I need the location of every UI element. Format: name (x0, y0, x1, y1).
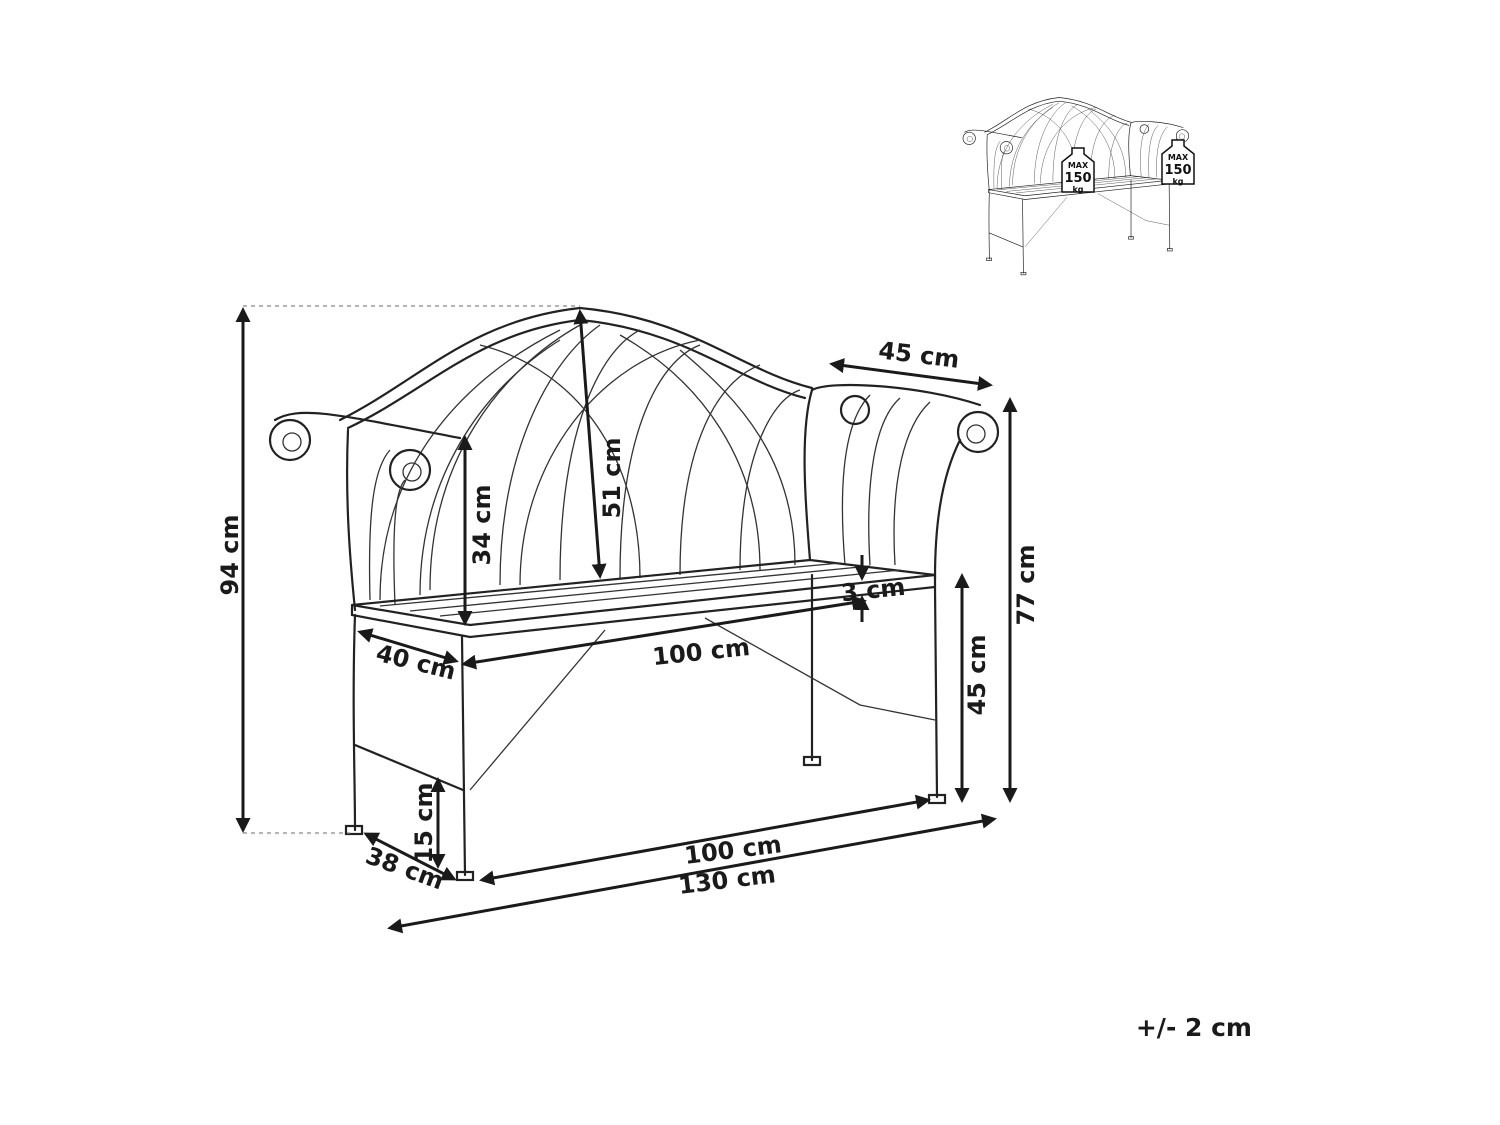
tolerance-label: +/- 2 cm (1136, 1013, 1252, 1042)
guide-lines (243, 305, 580, 834)
seat-height-label: 45 cm (963, 635, 991, 716)
armrest-height-label: 77 cm (1012, 545, 1040, 626)
load-right-max: MAX (1168, 153, 1189, 162)
inset-bench: MAX 150 kg MAX 150 kg (962, 97, 1195, 276)
load-left-value: 150 (1064, 171, 1091, 186)
stretcher-height-label: 15 cm (410, 783, 438, 864)
total-height-label: 94 cm (216, 515, 244, 596)
weight-icon: MAX 150 kg (1061, 147, 1095, 194)
armrest-depth-label: 45 cm (877, 336, 961, 374)
load-right-value: 150 (1164, 163, 1191, 178)
seat-thickness-label: 3 cm (840, 573, 907, 608)
seat-depth-label: 40 cm (373, 639, 458, 686)
weight-icon: MAX 150 kg (1161, 139, 1195, 186)
load-left-max: MAX (1068, 161, 1089, 170)
seat-width-label: 100 cm (651, 633, 751, 671)
armrest-height-above-seat-label: 34 cm (468, 485, 496, 566)
dimension-lines (235, 307, 1018, 934)
backrest-height-label: 51 cm (598, 438, 626, 519)
load-right-unit: kg (1172, 177, 1183, 186)
load-left-unit: kg (1072, 185, 1083, 194)
